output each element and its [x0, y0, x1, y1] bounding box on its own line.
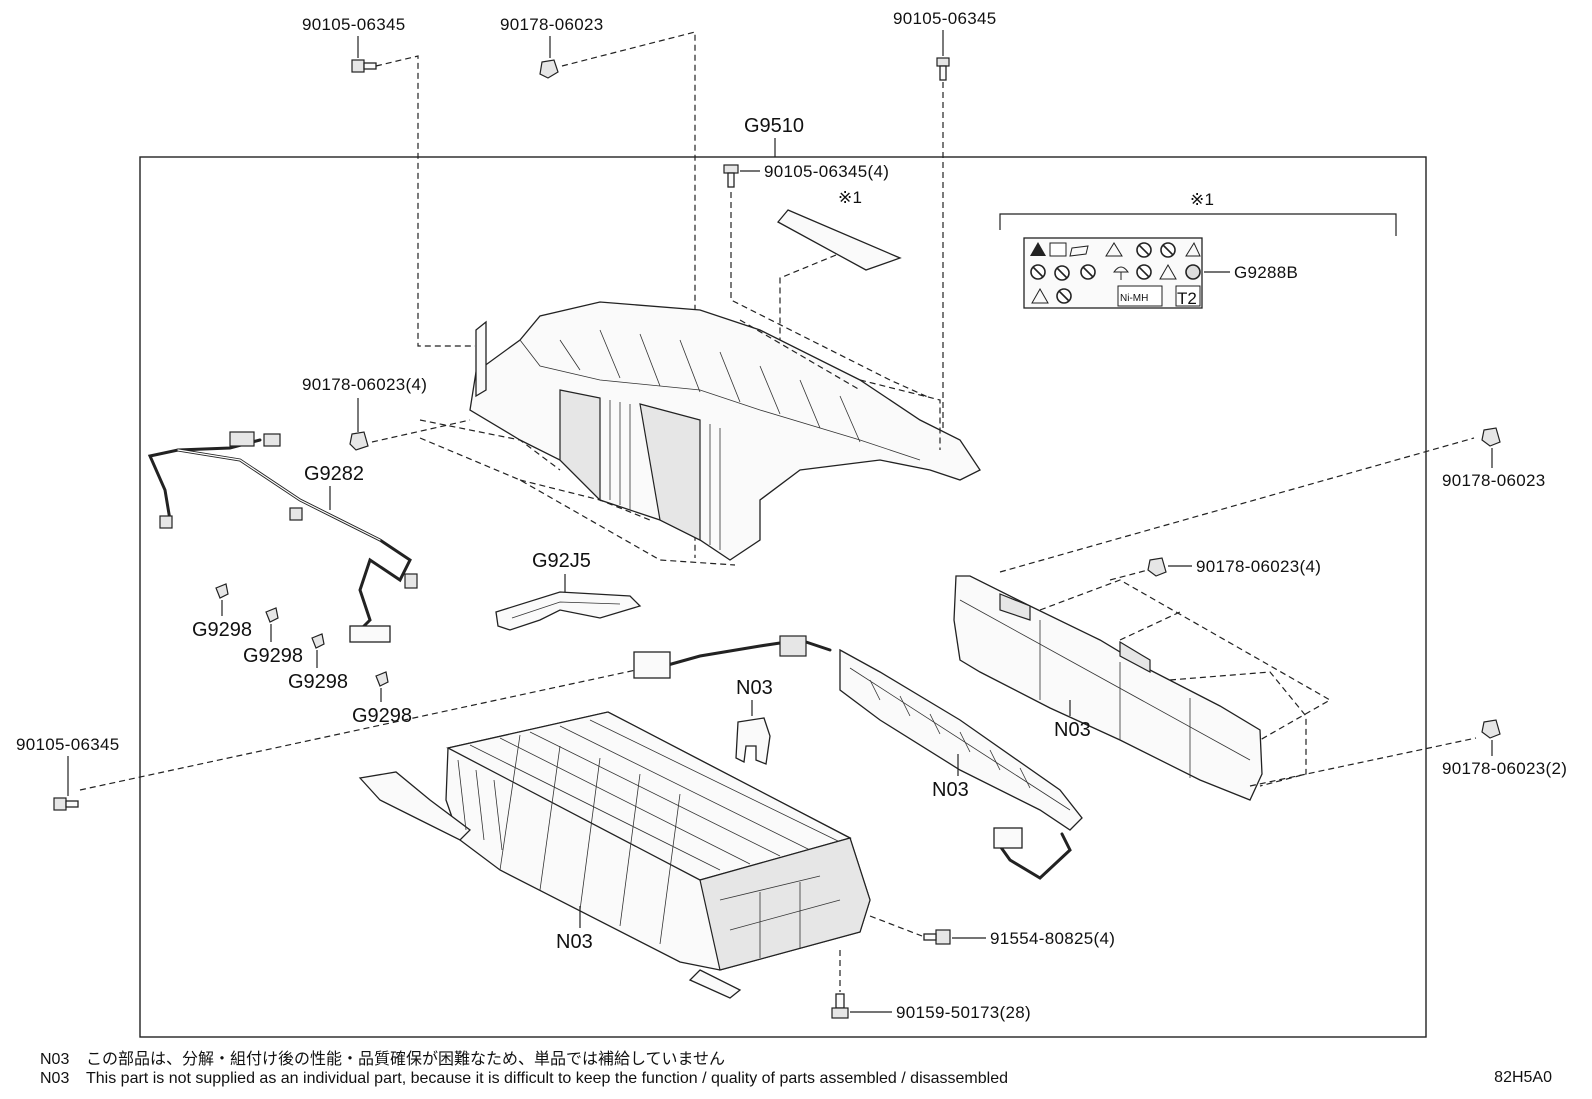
caution-label-code[interactable]: G9288B	[1234, 263, 1298, 282]
diagram-code: 82H5A0	[1494, 1069, 1552, 1086]
right-nut-top-label[interactable]: 90178-06023	[1442, 471, 1546, 490]
label-nimh: Ni-MH	[1120, 293, 1148, 304]
warning-icons-row-3	[1031, 285, 1201, 307]
assembly-frame	[139, 156, 1427, 1038]
top-mid-nut-icon[interactable]	[539, 59, 559, 79]
bus-bar-label[interactable]: N03	[932, 779, 969, 801]
right-nut-low-icon[interactable]	[1481, 719, 1501, 739]
footnote-ja-code: N03	[40, 1051, 70, 1068]
side-bolt-label[interactable]: 91554-80825(4)	[990, 929, 1115, 948]
group-label[interactable]: G9510	[744, 115, 804, 137]
footnote-en-text: This part is not supplied as an individu…	[86, 1070, 1008, 1087]
connector[interactable]	[735, 717, 771, 765]
bus-frame-label[interactable]: N03	[1054, 719, 1091, 741]
left-bolt-label[interactable]: 90105-06345	[16, 735, 120, 754]
left-bolt-icon[interactable]	[53, 797, 79, 811]
caution-label-sheet[interactable]: Ni-MH T2	[1023, 237, 1203, 309]
right-nut-mid-label[interactable]: 90178-06023(4)	[1196, 557, 1321, 576]
top-left-bolt-icon[interactable]	[351, 59, 377, 73]
connector-label[interactable]: N03	[736, 677, 773, 699]
right-nut-top-icon[interactable]	[1481, 427, 1501, 447]
clamp-a-label[interactable]: G9298	[192, 619, 252, 641]
battery-stack-label[interactable]: N03	[556, 931, 593, 953]
footnote-en: N03 This part is not supplied as an indiv…	[40, 1070, 1008, 1088]
footnote-en-code: N03	[40, 1070, 70, 1087]
bracket[interactable]	[495, 591, 642, 631]
footnote-ja: N03 この部品は、分解・組付け後の性能・品質確保が困難なため、単品では補給してい…	[40, 1045, 725, 1069]
clamp-c-label[interactable]: G9298	[288, 671, 348, 693]
battery-stack[interactable]	[358, 711, 871, 999]
inner-bolt-label[interactable]: 90105-06345(4)	[764, 162, 889, 181]
clamp-icon[interactable]	[265, 607, 279, 623]
note-mark-1: ※1	[838, 188, 862, 207]
bracket-label[interactable]: G92J5	[532, 550, 591, 572]
warning-icons-row-1	[1030, 241, 1201, 258]
top-left-bolt-label[interactable]: 90105-06345	[302, 15, 406, 34]
clamp-d-label[interactable]: G9298	[352, 705, 412, 727]
bus-frame[interactable]	[953, 575, 1263, 801]
footnote-ja-text: この部品は、分解・組付け後の性能・品質確保が困難なため、単品では補給していません	[86, 1051, 726, 1068]
right-nut-low-label[interactable]: 90178-06023(2)	[1442, 759, 1567, 778]
note-mark-2: ※1	[1190, 190, 1214, 209]
bottom-bolt-label[interactable]: 90159-50173(28)	[896, 1003, 1031, 1022]
label-t2: T2	[1177, 289, 1197, 308]
top-right-bolt-label[interactable]: 90105-06345	[893, 9, 997, 28]
clamp-icon[interactable]	[215, 583, 229, 599]
top-right-bolt-icon[interactable]	[936, 57, 950, 81]
bottom-bolt-icon[interactable]	[831, 993, 849, 1019]
inner-bolt-icon[interactable]	[723, 164, 739, 188]
clamp-icon[interactable]	[375, 671, 389, 687]
wire-harness[interactable]	[147, 431, 418, 643]
clamp-icon[interactable]	[311, 633, 325, 649]
cover-nut-icon[interactable]	[349, 431, 369, 451]
bus-bar-module[interactable]	[633, 635, 1083, 880]
side-bolt-icon[interactable]	[923, 929, 951, 945]
caution-strip[interactable]	[776, 209, 902, 271]
wire-harness-label[interactable]: G9282	[304, 463, 364, 485]
right-nut-mid-icon[interactable]	[1147, 557, 1167, 577]
top-mid-nut-label[interactable]: 90178-06023	[500, 15, 604, 34]
cover-nut-label[interactable]: 90178-06023(4)	[302, 375, 427, 394]
warning-icons-row-2	[1030, 263, 1201, 281]
upper-cover[interactable]	[469, 301, 981, 561]
clamp-b-label[interactable]: G9298	[243, 645, 303, 667]
